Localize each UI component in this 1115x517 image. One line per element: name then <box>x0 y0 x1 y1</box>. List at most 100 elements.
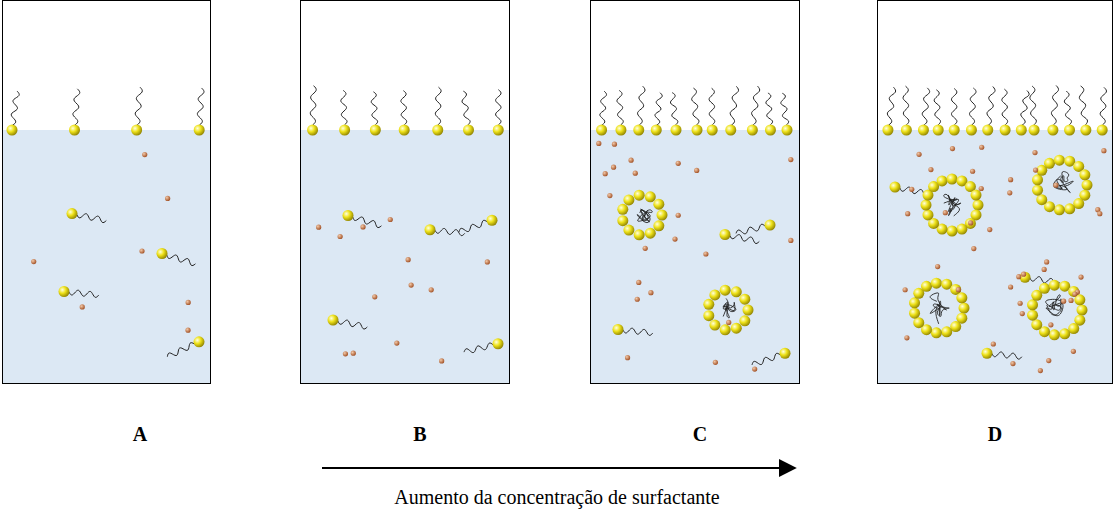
counterion <box>1071 349 1076 354</box>
counterion <box>1078 275 1083 280</box>
axis-caption: Aumento da concentração de surfactante <box>394 486 719 509</box>
polar-head <box>709 320 720 331</box>
polar-head <box>131 125 142 136</box>
polar-head <box>1082 180 1093 191</box>
counterion <box>788 157 793 162</box>
polar-head <box>1097 125 1108 136</box>
polar-head <box>731 286 742 297</box>
hydrophobic-tail <box>73 89 80 125</box>
polar-head <box>634 190 645 201</box>
polar-head <box>909 297 920 308</box>
polar-head <box>194 125 205 136</box>
hydrophobic-tail <box>730 235 759 244</box>
hydrophobic-tail <box>736 224 765 234</box>
counterion <box>979 186 984 191</box>
polar-head <box>617 215 628 226</box>
counterion <box>351 351 356 356</box>
polar-head <box>966 125 977 136</box>
polar-head <box>370 125 381 136</box>
beaker-outline <box>3 1 211 384</box>
hydrophobic-tail <box>951 88 956 125</box>
polar-head <box>633 125 644 136</box>
polar-head <box>1077 305 1088 316</box>
counterion <box>713 360 718 365</box>
hydrophobic-tail <box>435 87 441 125</box>
hydrophobic-tail <box>167 255 196 266</box>
polar-head <box>1044 158 1055 169</box>
counterion <box>439 358 444 363</box>
counterion <box>1068 298 1073 303</box>
counterion <box>968 220 973 225</box>
polar-head <box>720 229 731 240</box>
polar-head <box>781 125 792 136</box>
polar-head <box>328 315 339 326</box>
counterion <box>904 335 909 340</box>
counterion <box>1033 167 1038 172</box>
polar-head <box>909 308 920 319</box>
polar-head <box>765 125 776 136</box>
counterion <box>409 282 414 287</box>
polar-head <box>67 208 78 219</box>
hydrophobic-tail <box>623 328 653 335</box>
polar-head <box>1054 204 1065 215</box>
beaker-node: A <box>2 0 278 450</box>
polar-head <box>931 327 942 338</box>
panel-letter: D <box>877 423 1113 446</box>
polar-head <box>922 209 933 220</box>
hydrophobic-tail <box>459 220 487 232</box>
counterion <box>360 224 365 229</box>
polar-head <box>1049 280 1060 291</box>
counterion <box>1042 267 1047 272</box>
counterion <box>1053 183 1058 188</box>
counterion <box>1061 299 1066 304</box>
hydrophobic-tail <box>353 217 382 228</box>
hydrophobic-tail <box>766 93 773 125</box>
polar-head <box>739 294 750 305</box>
counterion <box>943 210 948 215</box>
polar-head <box>1079 169 1090 180</box>
hydrophobic-tail <box>1100 87 1106 125</box>
polar-head <box>623 225 634 236</box>
polar-head <box>1080 125 1091 136</box>
counterion <box>979 145 984 150</box>
polar-head <box>1047 125 1058 136</box>
counterion <box>633 171 638 176</box>
polar-head <box>425 224 436 235</box>
counterion <box>935 264 940 269</box>
counterion <box>987 227 992 232</box>
counterion <box>956 287 961 292</box>
counterion <box>991 341 996 346</box>
counterion <box>1032 150 1037 155</box>
polar-head <box>947 174 958 185</box>
polar-head <box>949 125 960 136</box>
counterion <box>1008 177 1013 182</box>
counterion <box>1007 190 1012 195</box>
counterion <box>1020 311 1025 316</box>
hydrophobic-tail <box>496 90 501 125</box>
counterion <box>1008 284 1013 289</box>
hydrophobic-tail <box>934 90 940 125</box>
hydrophobic-tail <box>1051 85 1058 125</box>
polar-head <box>1054 155 1065 166</box>
counterion <box>1010 361 1015 366</box>
polar-head <box>645 191 656 202</box>
panel-letter: A <box>2 423 278 446</box>
hydrophobic-tail <box>987 87 995 126</box>
polar-head <box>1027 310 1038 321</box>
water <box>301 130 510 383</box>
counterion <box>596 141 601 146</box>
counterion <box>752 366 757 371</box>
polar-head <box>1064 203 1075 214</box>
water <box>591 130 800 383</box>
counterion <box>1044 259 1049 264</box>
polar-head <box>1039 283 1050 294</box>
beaker-panel <box>591 1 800 384</box>
counterion <box>1072 292 1077 297</box>
polar-head <box>653 199 664 210</box>
polar-head <box>956 224 967 235</box>
counterion <box>1016 274 1021 279</box>
polar-head <box>933 125 944 136</box>
polar-head <box>709 289 720 300</box>
